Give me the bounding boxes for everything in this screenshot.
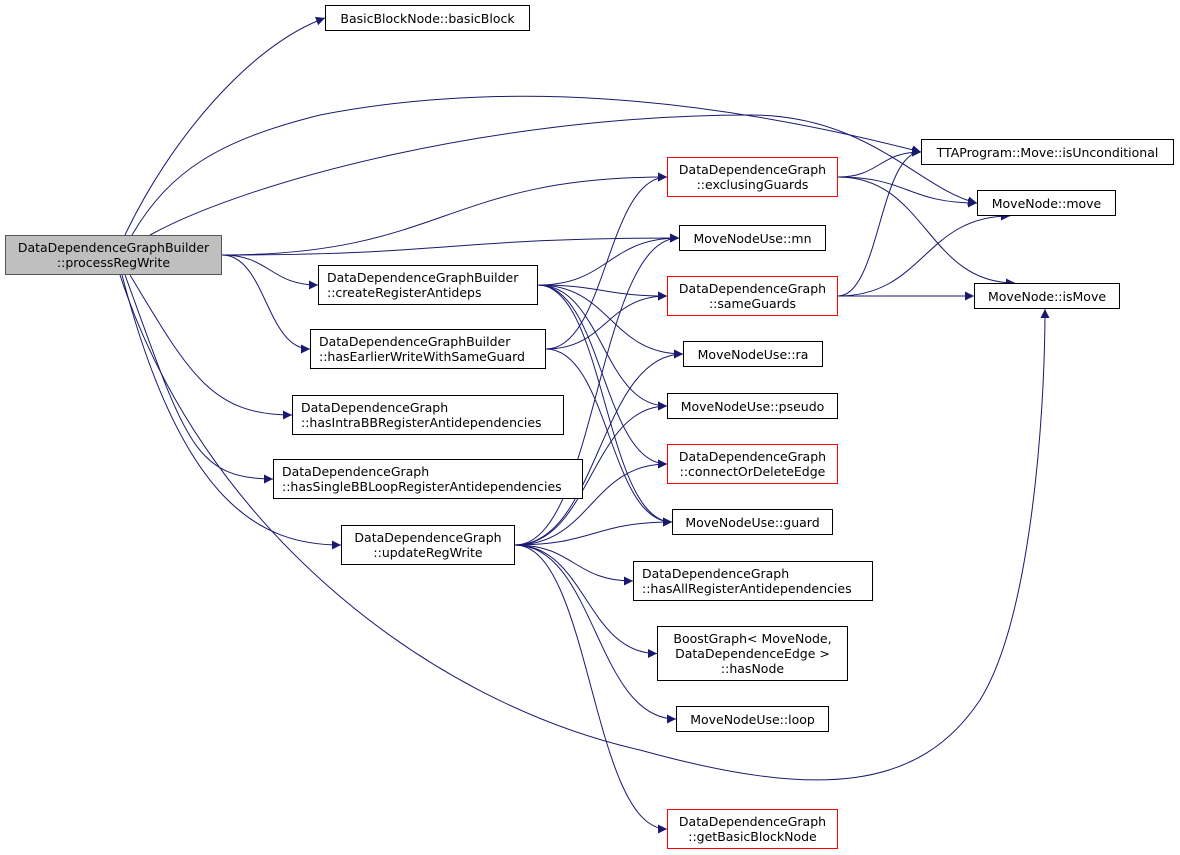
edge-create-antideps-to-pseudo <box>537 284 668 411</box>
node-line: DataDependenceGraph <box>678 449 827 464</box>
node-line: DataDependenceEdge > <box>675 646 830 661</box>
edge-root-to-is-move <box>119 274 1050 781</box>
node-move-node-is-move[interactable]: MoveNode::isMove <box>974 283 1120 309</box>
edge-exclusing-guards-to-move <box>837 176 978 208</box>
edge-root-to-has-single-bb-loop <box>124 274 274 484</box>
edge-root-to-update-reg-write <box>121 274 342 550</box>
edge-root-to-has-intra-bb <box>129 274 293 420</box>
node-line: DataDependenceGraph <box>678 162 827 177</box>
edge-has-earlier-write-to-guard <box>545 348 673 527</box>
node-line: MoveNodeUse::pseudo <box>680 398 825 414</box>
node-line: MoveNodeUse::ra <box>697 346 809 362</box>
node-line: DataDependenceGraph <box>678 281 827 296</box>
node-move-node-move[interactable]: MoveNode::move <box>977 190 1116 216</box>
edge-same-guards-to-move <box>837 211 1011 297</box>
node-line: ::sameGuards <box>708 296 797 311</box>
edge-root-to-mn <box>221 233 680 256</box>
node-line: MoveNode::isMove <box>987 288 1107 304</box>
node-move-node-use-mn[interactable]: MoveNodeUse::mn <box>679 225 826 251</box>
node-line: MoveNode::move <box>991 195 1102 211</box>
node-line: ::hasNode <box>720 661 785 676</box>
node-line: MoveNodeUse::loop <box>690 711 815 727</box>
node-has-intra-bb-register-antidependencies[interactable]: DataDependenceGraph ::hasIntraBBRegister… <box>292 395 564 435</box>
edge-root-to-create-antideps <box>221 254 319 290</box>
node-same-guards[interactable]: DataDependenceGraph ::sameGuards <box>667 276 838 316</box>
node-line: MoveNodeUse::mn <box>693 230 812 246</box>
node-connect-or-delete-edge[interactable]: DataDependenceGraph ::connectOrDeleteEdg… <box>667 444 838 484</box>
edge-root-to-exclusing-guards <box>221 172 668 256</box>
node-move-node-use-guard[interactable]: MoveNodeUse::guard <box>672 509 833 535</box>
edge-root-to-basic-block <box>124 16 326 236</box>
node-boost-graph-has-node[interactable]: BoostGraph< MoveNode, DataDependenceEdge… <box>657 626 848 681</box>
node-process-reg-write: DataDependenceGraphBuilder ::processRegW… <box>5 235 222 275</box>
node-line: DataDependenceGraphBuilder <box>17 240 210 255</box>
node-line: ::exclusingGuards <box>696 177 809 192</box>
node-line: TTAProgram::Move::isUnconditional <box>936 144 1159 160</box>
node-is-unconditional[interactable]: TTAProgram::Move::isUnconditional <box>921 139 1174 165</box>
node-move-node-use-ra[interactable]: MoveNodeUse::ra <box>683 341 823 367</box>
edge-update-reg-write-to-connect-or-delete <box>514 459 668 546</box>
node-line: BoostGraph< MoveNode, <box>673 631 832 646</box>
node-line: ::hasAllRegisterAntidependencies <box>642 581 852 596</box>
node-line: DataDependenceGraph <box>354 530 502 545</box>
node-line: MoveNodeUse::guard <box>685 514 820 530</box>
node-has-single-bb-loop-register-antidependencies[interactable]: DataDependenceGraph ::hasSingleBBLoopReg… <box>273 459 583 499</box>
node-line: ::hasIntraBBRegisterAntidependencies <box>301 415 542 430</box>
node-get-basic-block-node[interactable]: DataDependenceGraph ::getBasicBlockNode <box>667 809 838 849</box>
edge-root-to-move <box>149 114 978 236</box>
node-basic-block[interactable]: BasicBlockNode::basicBlock <box>325 5 530 31</box>
edge-exclusing-guards-to-is-unconditional <box>837 147 922 178</box>
edge-has-earlier-write-to-same-guards <box>545 291 668 350</box>
edge-update-reg-write-to-get-basic-block-node <box>514 544 668 834</box>
edge-has-earlier-write-to-exclusing-guards <box>545 172 668 350</box>
edge-update-reg-write-to-ra <box>514 349 684 546</box>
edge-create-antideps-to-same-guards <box>537 284 668 301</box>
node-line: DataDependenceGraph <box>678 814 827 829</box>
node-line: ::updateRegWrite <box>373 545 483 560</box>
edge-exclusing-guards-to-is-move <box>837 176 1016 288</box>
edge-same-guards-to-is-unconditional <box>837 147 922 297</box>
edge-update-reg-write-to-has-all-antideps <box>514 544 634 586</box>
edge-root-to-has-earlier-write <box>221 254 311 354</box>
node-line: DataDependenceGraph <box>282 464 430 479</box>
node-line: ::createRegisterAntideps <box>327 285 482 300</box>
node-line: ::hasSingleBBLoopRegisterAntidependencie… <box>282 479 562 494</box>
node-move-node-use-pseudo[interactable]: MoveNodeUse::pseudo <box>667 393 838 419</box>
node-line: DataDependenceGraph <box>642 566 790 581</box>
edge-root-to-is-unconditional <box>131 95 922 236</box>
edge-create-antideps-to-mn <box>537 233 680 286</box>
node-line: DataDependenceGraphBuilder <box>327 270 519 285</box>
node-update-reg-write[interactable]: DataDependenceGraph ::updateRegWrite <box>341 525 515 565</box>
node-line: ::hasEarlierWriteWithSameGuard <box>319 349 525 364</box>
node-line: ::getBasicBlockNode <box>688 829 817 844</box>
node-line: DataDependenceGraph <box>301 400 449 415</box>
edge-update-reg-write-to-pseudo <box>514 401 668 546</box>
edge-update-reg-write-to-mn <box>514 233 680 546</box>
node-exclusing-guards[interactable]: DataDependenceGraph ::exclusingGuards <box>667 157 838 197</box>
edge-create-antideps-to-connect-or-delete <box>537 284 668 469</box>
node-line: BasicBlockNode::basicBlock <box>340 10 515 26</box>
node-create-register-antideps[interactable]: DataDependenceGraphBuilder ::createRegis… <box>318 265 538 305</box>
edge-update-reg-write-to-has-node <box>514 544 658 658</box>
node-line: DataDependenceGraphBuilder <box>319 334 511 349</box>
node-has-all-register-antidependencies[interactable]: DataDependenceGraph ::hasAllRegisterAnti… <box>633 561 873 601</box>
node-line: ::processRegWrite <box>56 255 171 270</box>
node-move-node-use-loop[interactable]: MoveNodeUse::loop <box>676 706 829 732</box>
edge-update-reg-write-to-guard <box>514 517 673 546</box>
edge-create-antideps-to-guard <box>537 284 673 527</box>
node-has-earlier-write-with-same-guard[interactable]: DataDependenceGraphBuilder ::hasEarlierW… <box>310 329 546 369</box>
edge-update-reg-write-to-loop <box>514 544 677 724</box>
node-line: ::connectOrDeleteEdge <box>679 464 826 479</box>
